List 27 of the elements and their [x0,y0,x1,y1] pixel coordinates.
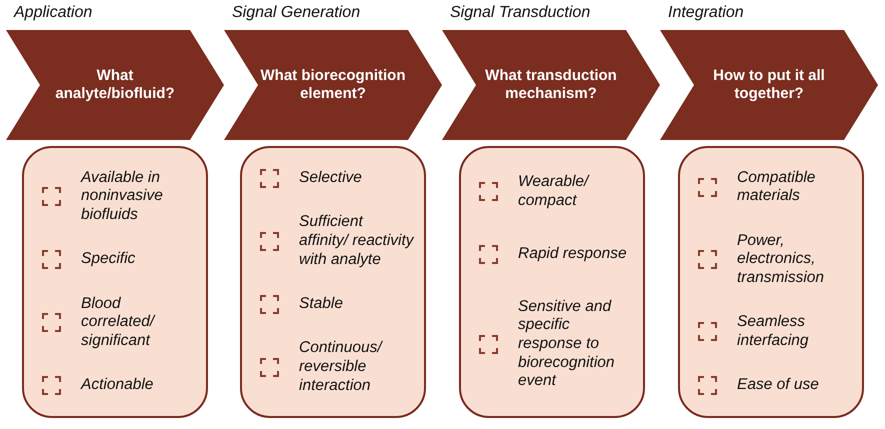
checklist-item: Blood correlated/ significant [81,294,156,351]
card-background [240,146,426,418]
stage-question: How to put it all together? [712,67,826,103]
checklist-item: Sensitive and specific response to biorecognition event [518,298,616,391]
checklist-item: Available in noninvasive biofluids [81,168,164,225]
checklist-item: Sufficient affinity/ reactivity with analyte [299,213,414,270]
checklist-item: Specific [81,250,136,269]
checklist-item: Selective [299,169,362,188]
stage-question: What analyte/biofluid? [54,67,176,103]
card-background [678,146,864,418]
card-background [22,146,208,418]
stage-question: What biorecognition element? [260,67,406,103]
checklist-item: Rapid response [518,244,627,264]
checklist-item: Ease of use [737,376,819,395]
checklist-item: Wearable/ compact [518,173,590,210]
stage-heading: Signal Transduction [450,4,590,22]
checklist-item: Stable [299,295,343,314]
card-background [459,146,645,418]
checklist-item: Power, electronics, transmission [737,232,825,288]
checklist-item: Actionable [81,376,154,395]
stage-heading: Signal Generation [232,4,360,22]
checklist-item: Continuous/ reversible interaction [299,339,384,396]
checklist-item: Compatible materials [737,168,816,206]
stage-question: What transduction mechanism? [484,67,618,103]
checklist-item: Seamless interfacing [737,313,810,350]
stage-heading: Integration [668,4,744,22]
stage-heading: Application [14,4,92,22]
